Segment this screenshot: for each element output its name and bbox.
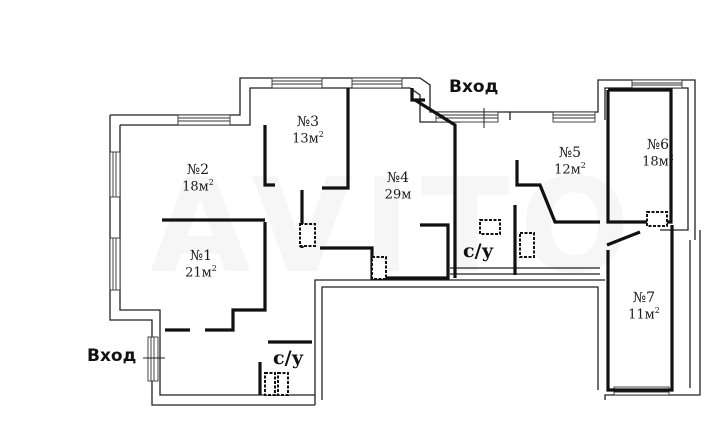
entrance-top-label: Вход [449,77,499,97]
room-2-label: №2 18м2 [178,162,218,195]
room-4-area: 29м [384,187,412,203]
room-5-label: №5 12м2 [550,145,590,178]
room-7-number: №7 [632,290,656,306]
room-4-label: №4 29м [378,170,418,203]
room-3-label: №3 13м2 [288,114,328,147]
bathroom-label-1: с/у [463,240,494,262]
room-1-number: №1 [189,248,213,264]
room-6-area: 18м2 [642,153,674,170]
bathroom-label-2: с/у [273,347,304,369]
room-2-area: 18м2 [182,178,214,195]
room-1-label: №1 21м2 [181,248,221,281]
room-7-area: 11м2 [628,306,660,323]
room-7-label: №7 11м2 [624,290,664,323]
room-3-number: №3 [296,114,320,130]
outer-walls [109,77,701,406]
room-4-number: №4 [386,170,410,186]
entrance-left-label: Вход [87,346,137,366]
room-5-area: 12м2 [554,161,586,178]
room-5-number: №5 [558,145,582,161]
room-6-label: №6 18м2 [638,137,678,170]
room-3-area: 13м2 [292,130,324,147]
entry-markers [143,108,485,359]
room-1-area: 21м2 [185,264,217,281]
vent-shafts [264,211,668,396]
interior-walls [162,88,674,395]
room-6-number: №6 [646,137,670,153]
room-2-number: №2 [186,162,210,178]
